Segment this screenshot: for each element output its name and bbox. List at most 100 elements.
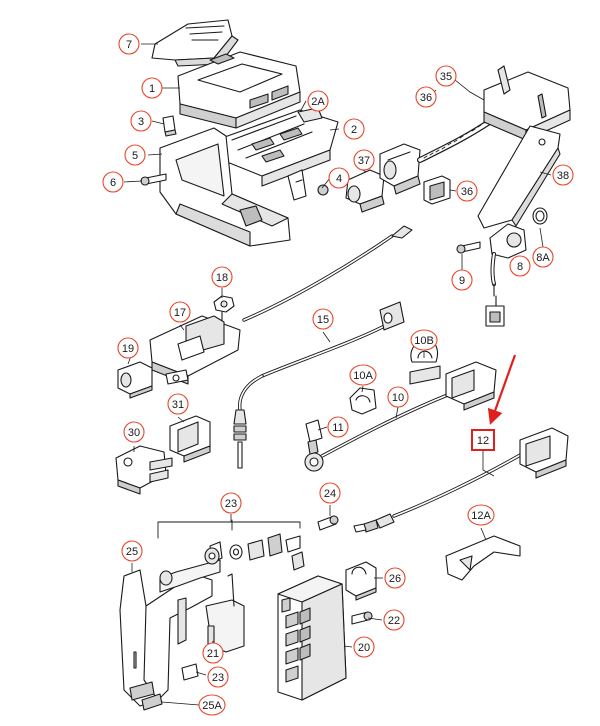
callout-number: 17: [174, 307, 186, 319]
callout-number: 19: [122, 343, 134, 355]
callout-19[interactable]: 19: [117, 337, 139, 359]
sensor-harness-35: [417, 65, 571, 163]
highlight-arrow: [487, 354, 517, 425]
callout-23b[interactable]: 23: [207, 666, 229, 688]
callout-1[interactable]: 1: [141, 77, 163, 99]
callout-number: 4: [336, 173, 342, 185]
callout-number: 24: [324, 488, 336, 500]
callout-circle: [353, 149, 375, 171]
callout-circle: [328, 167, 350, 189]
callout-12[interactable]: 12: [471, 429, 495, 451]
callout-circle: [415, 86, 437, 108]
callout-number: 8: [517, 261, 523, 273]
callout-number: 25: [126, 546, 138, 558]
clip-26: [345, 561, 377, 601]
callout-number: 12A: [471, 510, 491, 522]
callout-25a[interactable]: 25A: [198, 694, 226, 716]
callout-25[interactable]: 25: [121, 540, 143, 562]
callout-10b[interactable]: 10B: [410, 329, 438, 351]
callout-17[interactable]: 17: [169, 301, 191, 323]
callout-number: 30: [128, 427, 140, 439]
callout-circle: [387, 386, 409, 408]
callout-number: 26: [389, 573, 401, 585]
callout-number: 35: [440, 71, 452, 83]
callout-number: 1: [149, 83, 155, 95]
callout-8[interactable]: 8: [509, 255, 531, 277]
connector-4: [379, 143, 421, 195]
bolt-24: [317, 515, 339, 531]
callout-circle: [384, 567, 406, 589]
callout-12a[interactable]: 12A: [467, 504, 495, 526]
callout-circle: [307, 90, 329, 112]
callout-circle: [435, 65, 457, 87]
callout-number: 15: [317, 314, 329, 326]
callout-4[interactable]: 4: [328, 167, 350, 189]
bolt-9: [456, 241, 481, 254]
callout-36b[interactable]: 36: [456, 180, 478, 202]
callout-20[interactable]: 20: [353, 636, 375, 658]
callout-2[interactable]: 2: [343, 118, 365, 140]
housing-bracket-foot: [287, 169, 329, 201]
callout-circle: [124, 144, 146, 166]
callout-5[interactable]: 5: [124, 144, 146, 166]
callout-35[interactable]: 35: [435, 65, 457, 87]
callout-circle: [312, 308, 334, 330]
callout-10a[interactable]: 10A: [349, 364, 377, 386]
callout-circle: [198, 694, 226, 716]
callout-number: 8A: [536, 252, 550, 264]
relay-box-20: [277, 575, 347, 701]
callout-6[interactable]: 6: [102, 171, 124, 193]
callout-number: 25A: [202, 700, 222, 712]
callout-circle: [207, 666, 229, 688]
callout-31[interactable]: 31: [167, 393, 189, 415]
callout-23a[interactable]: 23: [220, 492, 242, 514]
callout-circle: [130, 110, 152, 132]
callout-number: 10A: [353, 370, 373, 382]
callout-number: 23: [225, 498, 237, 510]
callout-10[interactable]: 10: [387, 386, 409, 408]
callout-circle: [220, 492, 242, 514]
callout-circle: [202, 642, 224, 664]
callout-37[interactable]: 37: [353, 149, 375, 171]
control-module-17: [149, 315, 241, 385]
callout-24[interactable]: 24: [319, 482, 341, 504]
callout-36a[interactable]: 36: [415, 86, 437, 108]
callout-26[interactable]: 26: [384, 567, 406, 589]
callout-number: 6: [110, 177, 116, 189]
callout-circle: [169, 301, 191, 323]
callout-number: 22: [388, 615, 400, 627]
callout-7[interactable]: 7: [118, 33, 140, 55]
callout-circle: [327, 416, 349, 438]
callout-38[interactable]: 38: [552, 164, 574, 186]
callout-3[interactable]: 3: [130, 110, 152, 132]
callout-circle: [410, 329, 438, 351]
callout-number: 5: [132, 150, 138, 162]
callout-number: 21: [207, 648, 219, 660]
callout-circle: [121, 540, 143, 562]
callout-30[interactable]: 30: [123, 421, 145, 443]
callout-22[interactable]: 22: [383, 609, 405, 631]
callout-18[interactable]: 18: [211, 266, 233, 288]
ecu-control-unit: [177, 51, 301, 129]
position-sensor-8: [485, 223, 527, 327]
callout-9[interactable]: 9: [451, 269, 473, 291]
callout-number: 18: [216, 272, 228, 284]
pressure-unit-30: [115, 445, 173, 495]
cable-clip-10A: [349, 387, 377, 415]
callout-number: 12: [477, 435, 489, 447]
callout-11[interactable]: 11: [327, 416, 349, 438]
probe-bracket-12A: [445, 535, 521, 581]
bolt-11: [305, 419, 323, 455]
small-plug: [162, 115, 177, 137]
callout-circle: [383, 609, 405, 631]
callout-box: [471, 429, 495, 451]
callout-circle: [141, 77, 163, 99]
callout-number: 11: [332, 422, 343, 434]
callout-circle: [456, 180, 478, 202]
callout-2a[interactable]: 2A: [307, 90, 329, 112]
callout-15[interactable]: 15: [312, 308, 334, 330]
callout-21[interactable]: 21: [202, 642, 224, 664]
callout-8a[interactable]: 8A: [532, 246, 554, 268]
callout-number: 2: [351, 124, 357, 136]
callout-number: 9: [459, 275, 465, 287]
